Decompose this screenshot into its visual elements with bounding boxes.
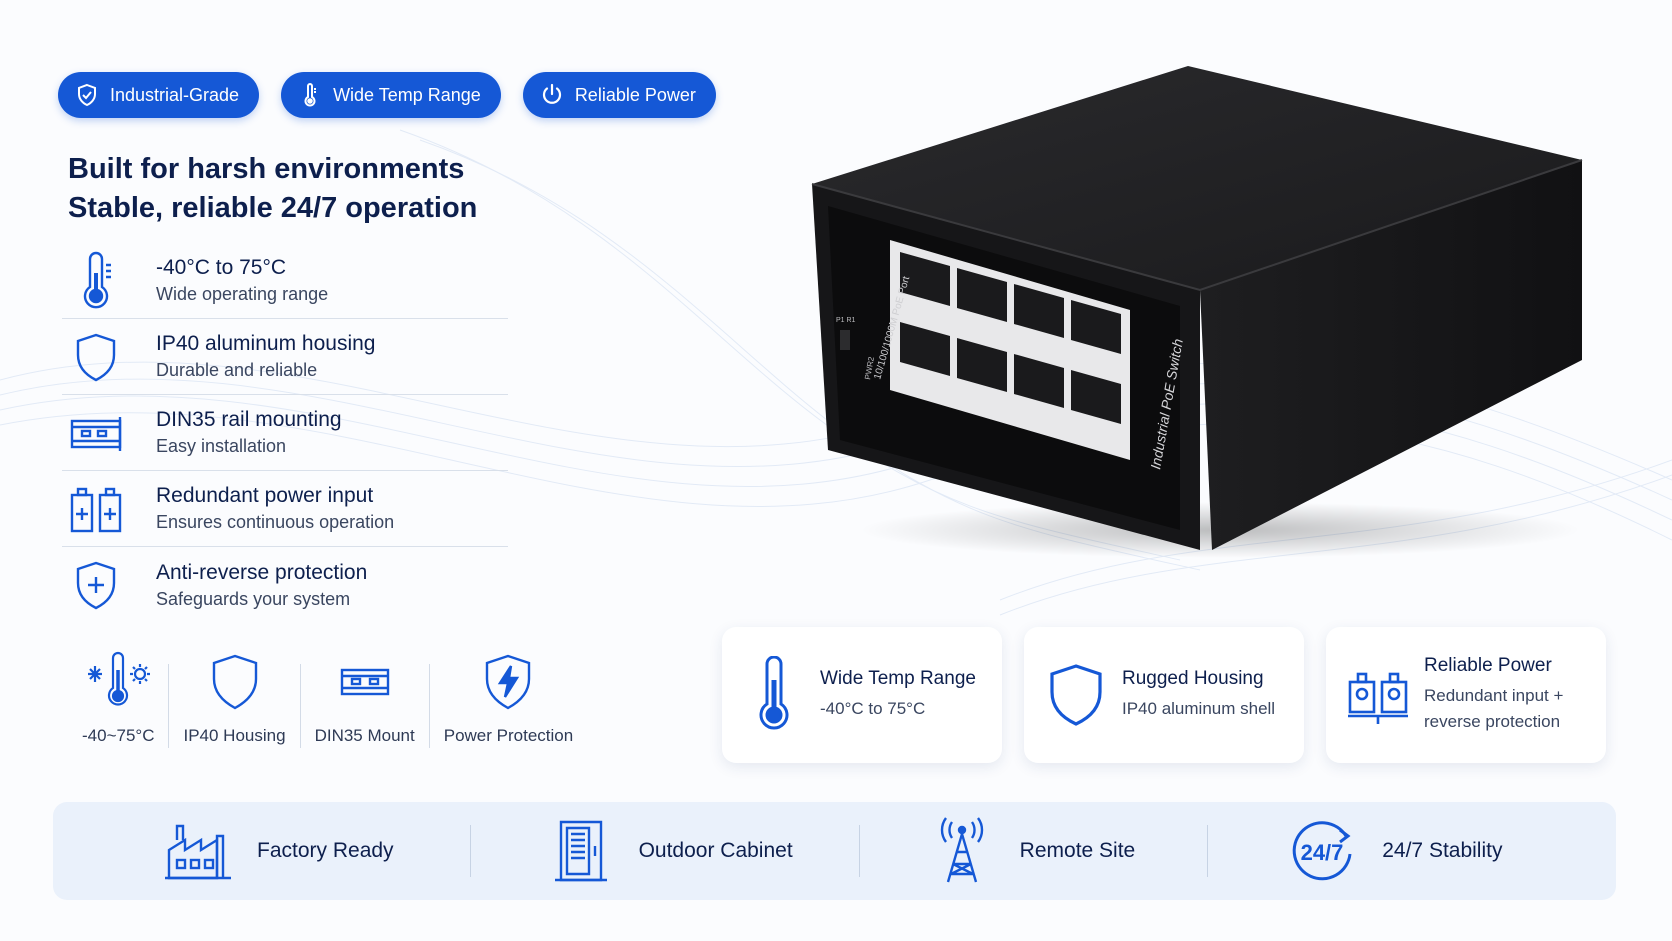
divider xyxy=(299,664,301,748)
device-pwr-label: PWR2 xyxy=(863,355,876,380)
pill-label: Wide Temp Range xyxy=(333,84,481,105)
feature-title: DIN35 rail mounting xyxy=(156,408,342,431)
mini-badge: -40~75°C xyxy=(68,650,168,750)
device-switch xyxy=(840,330,850,350)
pill-label: Reliable Power xyxy=(574,84,696,105)
din-rail-icon xyxy=(70,416,122,451)
clock-247-icon: 24/7 xyxy=(1292,821,1352,881)
mini-badge-label: IP40 Housing xyxy=(183,726,286,745)
card-title: Wide Temp Range xyxy=(820,668,976,689)
divider xyxy=(469,825,471,877)
card-text: -40°C to 75°C xyxy=(820,699,926,718)
page-headline: Built for harsh environments Stable, rel… xyxy=(68,150,477,228)
feature-title: Anti-reverse protection xyxy=(156,560,368,584)
divider xyxy=(428,664,430,748)
bolt-shield-icon xyxy=(486,654,531,710)
spec-card: Wide Temp Range -40°C to 75°C xyxy=(722,627,1002,763)
power-terminal-icon xyxy=(1348,672,1408,724)
din-rail-icon xyxy=(340,668,389,696)
clock-247-badge: 24/7 xyxy=(1301,840,1344,865)
use-case-strip: Factory Ready Outdoor Cabinet Remote Sit… xyxy=(53,802,1616,900)
feature-title: -40°C to 75°C xyxy=(156,256,287,279)
battery-icon xyxy=(70,487,122,532)
shield-plus-icon xyxy=(76,561,116,610)
feature-subtitle: Durable and reliable xyxy=(156,360,318,380)
shield-icon xyxy=(1050,664,1102,726)
divider xyxy=(1207,825,1209,877)
feature-pills: Industrial-Grade Wide Temp Range Reliabl… xyxy=(58,72,716,118)
spec-cards: Wide Temp Range -40°C to 75°C Rugged Hous… xyxy=(722,627,1606,763)
temperature-range-icon xyxy=(88,651,151,706)
feature-subtitle: Easy installation xyxy=(156,436,287,456)
mini-badge-label: -40~75°C xyxy=(82,726,155,745)
divider xyxy=(858,825,860,877)
device-pwr1-label: P1 R1 xyxy=(836,317,856,324)
divider xyxy=(168,664,170,748)
pill-industrial-grade[interactable]: Industrial-Grade xyxy=(58,72,260,118)
thermometer-icon xyxy=(759,656,789,730)
shield-check-icon xyxy=(78,83,96,107)
thermometer-icon xyxy=(304,83,317,107)
feature-title: IP40 aluminum housing xyxy=(156,332,376,355)
thermometer-icon xyxy=(83,251,111,308)
card-text-line-1: Redundant input + xyxy=(1424,686,1564,705)
use-case-item: Factory Ready xyxy=(163,816,394,886)
card-title: Reliable Power xyxy=(1424,655,1552,676)
list-item: -40°C to 75°C Wide operating range xyxy=(62,243,508,319)
mini-badge-label: DIN35 Mount xyxy=(314,726,415,745)
feature-subtitle: Ensures continuous operation xyxy=(156,512,395,532)
mini-badge-label: Power Protection xyxy=(443,726,574,745)
pill-wide-temp-range[interactable]: Wide Temp Range xyxy=(281,72,501,118)
shield-icon xyxy=(212,654,257,710)
mini-badges: -40~75°C IP40 Housing DIN35 Mount Power … xyxy=(68,650,587,750)
factory-icon xyxy=(165,824,231,880)
card-text: IP40 aluminum shell xyxy=(1122,699,1276,718)
headline-line-1: Built for harsh environments xyxy=(68,153,465,185)
poe-switch-device: 10/100/1000M PoE Port Industrial PoE Swi… xyxy=(811,66,1583,558)
card-text-line-2: reverse protection xyxy=(1424,712,1561,731)
use-case-item: Remote Site xyxy=(926,816,1136,886)
use-case-item: 24/7 24/7 Stability xyxy=(1288,816,1502,886)
card-text: Redundant input + reverse protection xyxy=(1424,683,1563,735)
use-case-label: Remote Site xyxy=(1019,839,1136,862)
mini-badge: Power Protection xyxy=(430,650,587,750)
card-title: Rugged Housing xyxy=(1122,668,1264,689)
use-case-label: Outdoor Cabinet xyxy=(638,839,793,862)
feature-list: -40°C to 75°C Wide operating range IP40 a… xyxy=(62,243,508,623)
pill-label: Industrial-Grade xyxy=(110,84,240,105)
tower-icon xyxy=(940,817,983,883)
feature-title: Redundant power input xyxy=(156,484,374,507)
mini-badge: IP40 Housing xyxy=(169,650,299,750)
feature-subtitle: Safeguards your system xyxy=(156,588,351,609)
use-case-item: Outdoor Cabinet xyxy=(545,816,793,886)
cabinet-icon xyxy=(554,820,607,882)
shield-icon xyxy=(76,333,116,381)
mini-badge: DIN35 Mount xyxy=(301,650,429,750)
feature-subtitle: Wide operating range xyxy=(156,284,329,304)
headline-line-2: Stable, reliable 24/7 operation xyxy=(68,192,478,224)
pill-reliable-power[interactable]: Reliable Power xyxy=(522,72,716,118)
use-case-label: Factory Ready xyxy=(257,839,394,862)
power-icon xyxy=(542,83,561,104)
use-case-label: 24/7 Stability xyxy=(1382,839,1503,862)
